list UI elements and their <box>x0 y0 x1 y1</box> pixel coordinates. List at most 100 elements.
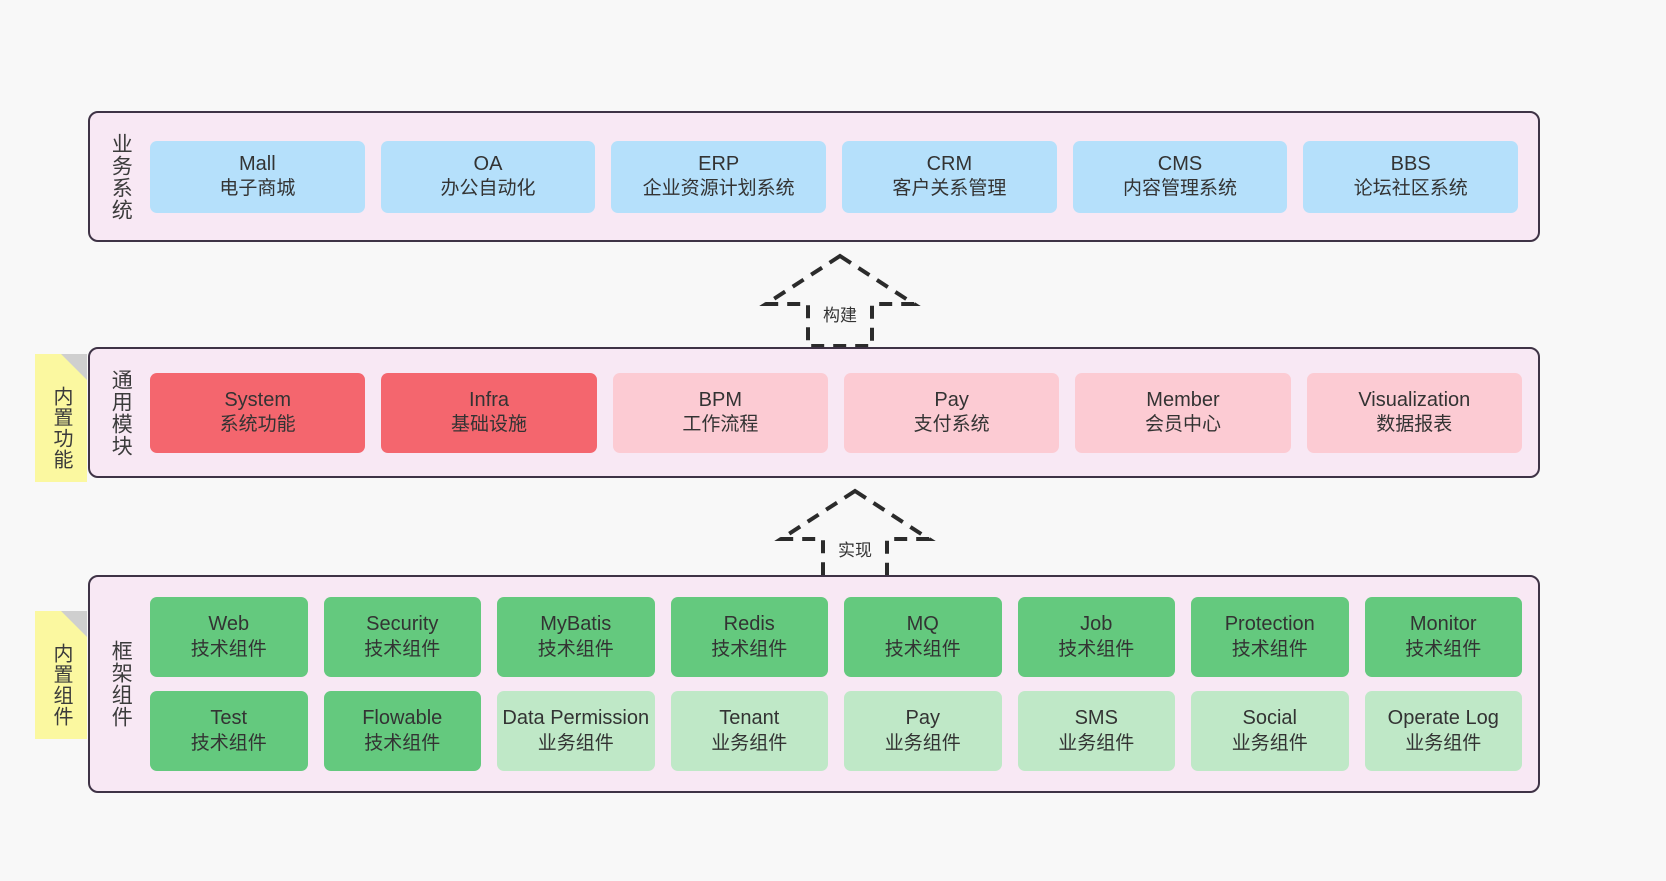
card-mybatis-name: MyBatis <box>540 613 612 636</box>
card-pay-component-name: Pay <box>905 707 940 730</box>
card-flowable-name: Flowable <box>362 707 443 730</box>
card-protection-desc: 技术组件 <box>1231 638 1308 660</box>
card-test-name: Test <box>210 707 248 730</box>
card-mq[interactable]: MQ 技术组件 <box>844 597 1002 677</box>
arrow-realize: 实现 <box>774 487 936 583</box>
layer-framework-components: 框架组件 Web 技术组件 Security 技术组件 MyBatis 技术组件… <box>88 575 1540 793</box>
card-cms-desc: 内容管理系统 <box>1123 178 1238 200</box>
card-operate-log[interactable]: Operate Log 业务组件 <box>1364 691 1522 771</box>
card-oa[interactable]: OA 办公自动化 <box>380 140 596 213</box>
card-crm-name: CRM <box>926 152 973 175</box>
card-job[interactable]: Job 技术组件 <box>1017 597 1175 677</box>
arrow-build-shape <box>759 253 921 348</box>
card-cms-name: CMS <box>1157 152 1203 175</box>
card-flowable-desc: 技术组件 <box>364 732 441 754</box>
card-mq-name: MQ <box>906 613 939 636</box>
note-fold-corner-icon <box>61 354 87 380</box>
framework-row-technical: Web 技术组件 Security 技术组件 MyBatis 技术组件 Redi… <box>150 597 1522 677</box>
card-protection-name: Protection <box>1224 613 1315 636</box>
note-builtin-component: 内置组件 <box>35 611 87 739</box>
card-web-desc: 技术组件 <box>190 638 267 660</box>
card-oa-desc: 办公自动化 <box>440 178 536 200</box>
note-builtin-function: 内置功能 <box>35 354 87 482</box>
card-tenant[interactable]: Tenant 业务组件 <box>670 691 828 771</box>
card-redis-desc: 技术组件 <box>711 638 788 660</box>
card-visualization-name: Visualization <box>1358 388 1471 411</box>
card-mq-desc: 技术组件 <box>884 638 961 660</box>
layer-common-modules-title: 通用模块 <box>109 368 133 457</box>
card-pay-component-desc: 业务组件 <box>884 732 961 754</box>
card-pay-module-desc: 支付系统 <box>913 414 990 436</box>
arrow-build-label: 构建 <box>823 306 857 325</box>
card-pay-module-name: Pay <box>934 388 969 411</box>
card-job-desc: 技术组件 <box>1058 638 1135 660</box>
card-operate-log-name: Operate Log <box>1387 707 1499 730</box>
card-web[interactable]: Web 技术组件 <box>150 597 308 677</box>
card-bbs-desc: 论坛社区系统 <box>1353 178 1468 200</box>
card-cms[interactable]: CMS 内容管理系统 <box>1072 140 1288 213</box>
card-mybatis-desc: 技术组件 <box>537 638 614 660</box>
layer-common-modules-body: System 系统功能 Infra 基础设施 BPM 工作流程 Pay 支付系统… <box>140 349 1538 476</box>
card-tenant-name: Tenant <box>719 707 780 730</box>
card-monitor-desc: 技术组件 <box>1405 638 1482 660</box>
card-bpm-name: BPM <box>698 388 742 411</box>
card-social-name: Social <box>1242 707 1297 730</box>
card-monitor-name: Monitor <box>1409 613 1477 636</box>
card-web-name: Web <box>208 613 250 636</box>
note-builtin-component-text: 内置组件 <box>50 643 72 727</box>
card-system-name: System <box>224 388 291 411</box>
card-social-desc: 业务组件 <box>1231 732 1308 754</box>
card-bbs-name: BBS <box>1390 152 1431 175</box>
card-data-permission[interactable]: Data Permission 业务组件 <box>497 691 655 771</box>
card-test-desc: 技术组件 <box>190 732 267 754</box>
note-fold-corner-icon <box>61 611 87 637</box>
card-data-permission-name: Data Permission <box>502 707 650 730</box>
framework-row-business: Test 技术组件 Flowable 技术组件 Data Permission … <box>150 691 1522 771</box>
arrow-realize-label: 实现 <box>838 541 872 560</box>
card-sms[interactable]: SMS 业务组件 <box>1017 691 1175 771</box>
card-test[interactable]: Test 技术组件 <box>150 691 308 771</box>
card-protection[interactable]: Protection 技术组件 <box>1191 597 1349 677</box>
card-system[interactable]: System 系统功能 <box>150 372 366 453</box>
card-visualization[interactable]: Visualization 数据报表 <box>1306 372 1522 453</box>
card-pay-component[interactable]: Pay 业务组件 <box>844 691 1002 771</box>
card-security-desc: 技术组件 <box>364 638 441 660</box>
card-infra-desc: 基础设施 <box>450 414 527 436</box>
arrow-realize-shape <box>774 488 936 583</box>
card-member[interactable]: Member 会员中心 <box>1075 372 1291 453</box>
card-sms-desc: 业务组件 <box>1058 732 1135 754</box>
layer-common-modules: 通用模块 System 系统功能 Infra 基础设施 BPM 工作流程 Pay… <box>88 347 1540 478</box>
card-crm-desc: 客户关系管理 <box>892 178 1007 200</box>
card-crm[interactable]: CRM 客户关系管理 <box>842 140 1057 213</box>
card-flowable[interactable]: Flowable 技术组件 <box>323 691 481 771</box>
card-tenant-desc: 业务组件 <box>711 732 788 754</box>
card-job-name: Job <box>1080 613 1113 636</box>
card-erp[interactable]: ERP 企业资源计划系统 <box>611 140 827 213</box>
card-social[interactable]: Social 业务组件 <box>1191 691 1349 771</box>
arrow-build: 构建 <box>759 252 921 348</box>
card-bpm[interactable]: BPM 工作流程 <box>612 372 828 453</box>
card-mall[interactable]: Mall 电子商城 <box>150 140 365 213</box>
card-security[interactable]: Security 技术组件 <box>323 597 481 677</box>
card-infra[interactable]: Infra 基础设施 <box>381 372 597 453</box>
card-redis-name: Redis <box>723 613 775 636</box>
card-oa-name: OA <box>473 152 503 175</box>
card-security-name: Security <box>366 613 439 636</box>
card-infra-name: Infra <box>468 388 509 411</box>
card-monitor[interactable]: Monitor 技术组件 <box>1364 597 1522 677</box>
card-pay-module[interactable]: Pay 支付系统 <box>843 372 1060 453</box>
layer-business-system-title: 业务系统 <box>109 132 133 221</box>
card-system-desc: 系统功能 <box>219 414 296 436</box>
card-mybatis[interactable]: MyBatis 技术组件 <box>497 597 655 677</box>
note-builtin-function-text: 内置功能 <box>50 386 72 470</box>
card-redis[interactable]: Redis 技术组件 <box>670 597 828 677</box>
card-visualization-desc: 数据报表 <box>1376 414 1453 436</box>
layer-business-system: 业务系统 Mall 电子商城 OA 办公自动化 ERP 企业资源计划系统 CRM… <box>88 111 1540 242</box>
card-member-desc: 会员中心 <box>1144 414 1221 436</box>
layer-framework-components-title: 框架组件 <box>109 640 133 728</box>
card-mall-desc: 电子商城 <box>219 178 296 200</box>
card-mall-name: Mall <box>239 152 276 175</box>
card-erp-name: ERP <box>698 152 740 175</box>
card-bbs[interactable]: BBS 论坛社区系统 <box>1303 140 1519 213</box>
